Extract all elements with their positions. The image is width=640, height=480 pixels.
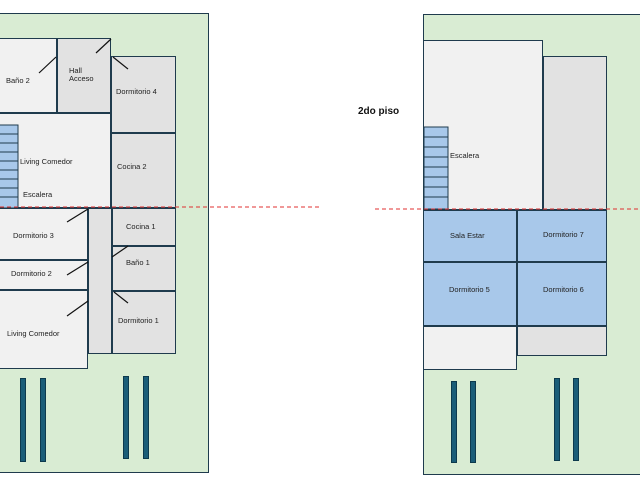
stair-right (423, 126, 449, 210)
label-cocina-1: Cocina 1 (126, 222, 156, 231)
pillar-right-4 (573, 378, 579, 461)
pillar-left-3 (123, 376, 129, 459)
label-acceso: Acceso (69, 74, 94, 83)
pillar-left-2 (40, 378, 46, 462)
label-dormitorio-1: Dormitorio 1 (118, 316, 159, 325)
room-side-upper (543, 56, 607, 210)
pillar-right-2 (470, 381, 476, 463)
label-escalera-right: Escalera (450, 151, 480, 160)
label-living-comedor-lower: Living Comedor (7, 329, 60, 338)
room-bano-1 (112, 246, 176, 291)
room-sala-estar (423, 210, 517, 262)
room-hall-acceso (57, 38, 111, 113)
door-swings (38, 38, 129, 317)
pillar-right-3 (554, 378, 560, 461)
label-dormitorio-7: Dormitorio 7 (543, 230, 584, 239)
pillar-left-1 (20, 378, 26, 462)
label-dormitorio-6: Dormitorio 6 (543, 285, 584, 294)
label-dormitorio-4: Dormitorio 4 (116, 87, 157, 96)
pillar-right-1 (451, 381, 457, 463)
room-dormitorio-4 (111, 56, 176, 133)
label-bano-2: Baño 2 (6, 76, 30, 85)
room-dormitorio-5 (423, 262, 517, 326)
label-dormitorio-2: Dormitorio 2 (11, 269, 52, 278)
room-dormitorio-3 (0, 208, 88, 260)
label-escalera-left: Escalera (23, 190, 53, 199)
label-cocina-2: Cocina 2 (117, 162, 147, 171)
section-line (0, 206, 640, 210)
floor-title-2do-piso: 2do piso (358, 106, 400, 117)
stair-left (0, 124, 19, 209)
label-hall: Hall (69, 66, 82, 75)
room-lower-right-2 (517, 326, 607, 356)
room-dormitorio-7 (517, 210, 607, 262)
room-dormitorio-2 (0, 260, 88, 290)
room-cocina-1 (112, 208, 176, 246)
room-bano-2 (0, 38, 57, 113)
room-dormitorio-1 (112, 291, 176, 354)
corridor-lower (88, 208, 112, 354)
label-living-comedor-upper: Living Comedor (20, 157, 73, 166)
room-lower-left-2 (423, 326, 517, 370)
label-dormitorio-3: Dormitorio 3 (13, 231, 54, 240)
label-dormitorio-5: Dormitorio 5 (449, 285, 490, 294)
label-sala-estar: Sala Estar (450, 231, 485, 240)
room-living-comedor-lower (0, 290, 88, 369)
room-dormitorio-6 (517, 262, 607, 326)
pillar-left-4 (143, 376, 149, 459)
label-bano-1: Baño 1 (126, 258, 150, 267)
